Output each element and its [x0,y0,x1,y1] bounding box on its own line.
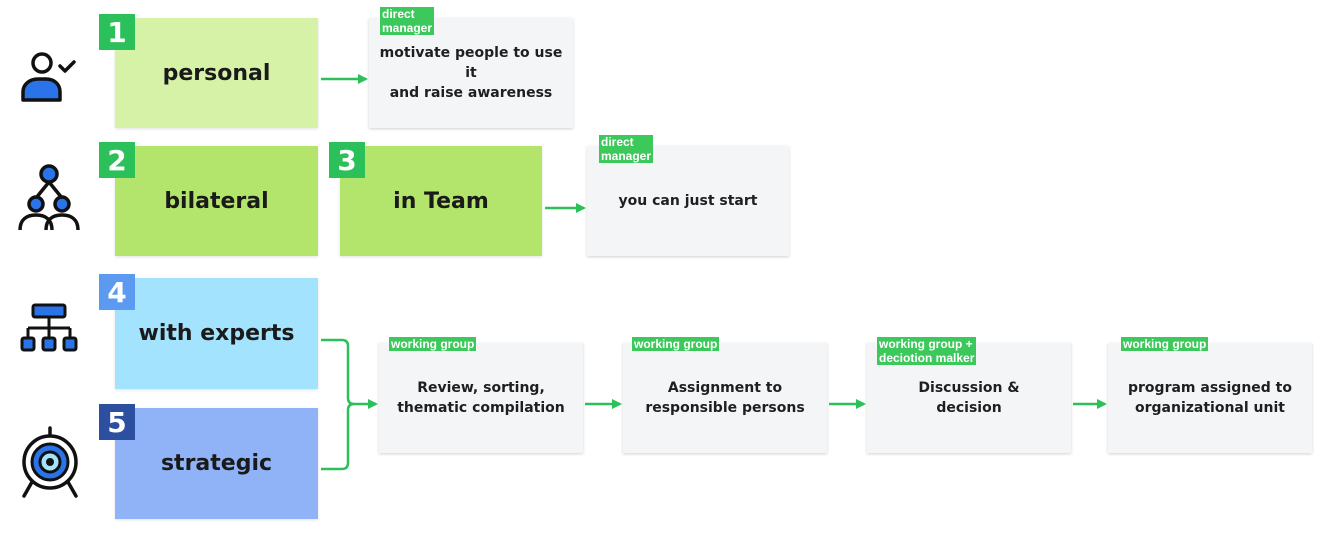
person-check-icon [18,50,78,104]
role-tag: working group + deciotion malker [877,337,977,365]
level-number-badge: 4 [99,274,135,310]
level-label: strategic [160,451,273,476]
level-number-badge: 5 [99,404,135,440]
card-text: Review, sorting, thematic compilation [397,380,565,416]
level-label: in Team [393,188,489,214]
role-tag: direct manager [380,7,435,35]
level-label: with experts [138,321,295,346]
level-number-badge: 3 [329,142,365,178]
level-bilateral[interactable]: bilateral [115,146,318,256]
level-strategic[interactable]: strategic [115,408,318,519]
level-in-team[interactable]: in Team [340,146,542,256]
role-tag: working group [1121,337,1209,351]
process-step-4[interactable]: program assigned to organizational unit [1108,343,1312,453]
card-text: Assignment to responsible persons [645,380,805,416]
arrow-experts-merge [321,338,378,409]
people-network-icon [14,162,84,232]
card-team[interactable]: you can just start [587,146,789,256]
level-personal[interactable]: personal [115,18,318,128]
card-text: Discussion & decision [918,380,1020,416]
level-label: personal [162,60,271,86]
org-chart-icon [20,302,78,354]
card-text: you can just start [618,193,758,209]
card-text: motivate people to use it and raise awar… [379,45,563,101]
role-tag: working group [389,337,477,351]
arrow-strategic-merge [321,402,355,471]
target-icon [18,426,82,500]
level-number-badge: 2 [99,142,135,178]
process-step-2[interactable]: Assignment to responsible persons [623,343,827,453]
process-step-1[interactable]: Review, sorting, thematic compilation [379,343,583,453]
card-text: program assigned to organizational unit [1128,380,1292,416]
role-tag: direct manager [599,135,654,163]
level-label: bilateral [164,188,269,214]
card-personal[interactable]: motivate people to use it and raise awar… [369,18,573,128]
role-tag: working group [632,337,720,351]
level-with-experts[interactable]: with experts [115,278,318,389]
level-number-badge: 1 [99,14,135,50]
